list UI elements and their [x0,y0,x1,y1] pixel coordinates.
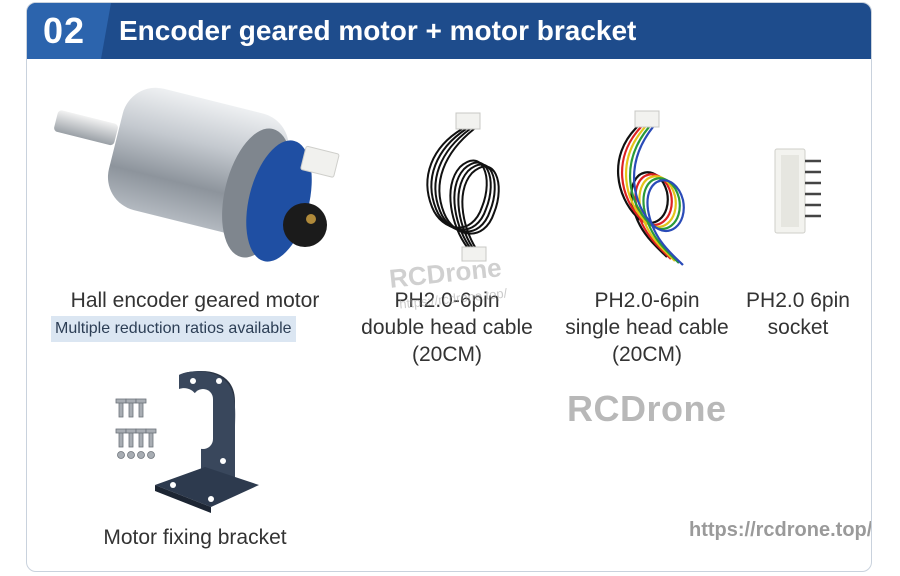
section-header: 02 Encoder geared motor + motor bracket [27,3,871,59]
section-number: 02 [27,3,111,59]
section-title: Encoder geared motor + motor bracket [119,15,637,46]
socket-label-line1: PH2.0 6pin [746,289,850,312]
motor-label: Hall encoder geared motor [70,289,320,312]
bracket-label: Motor fixing bracket [103,526,287,549]
geared-motor-image [54,87,340,262]
socket-label-line2: socket [767,316,829,339]
url-watermark: https://rcdrone.top/ [689,519,872,541]
single-cable-label-line1: PH2.0-6pin [594,289,700,312]
double-head-cable-image [426,112,500,262]
motor-sublabel: Multiple reduction ratios available [51,316,296,342]
double-cable-label-line3: (20CM) [411,343,482,366]
socket-image [774,148,821,234]
double-cable-label-line1: PH2.0-6pin [394,289,500,312]
brand-watermark: RCDrone [567,388,727,429]
double-cable-label-line2: double head cable [361,316,533,339]
single-cable-label-line3: (20CM) [611,343,682,366]
product-card: 02 Encoder geared motor + motor bracket [26,2,872,572]
motor-bracket-image [115,371,259,513]
single-cable-label-line2: single head cable [565,316,729,339]
single-head-cable-image [616,110,685,266]
